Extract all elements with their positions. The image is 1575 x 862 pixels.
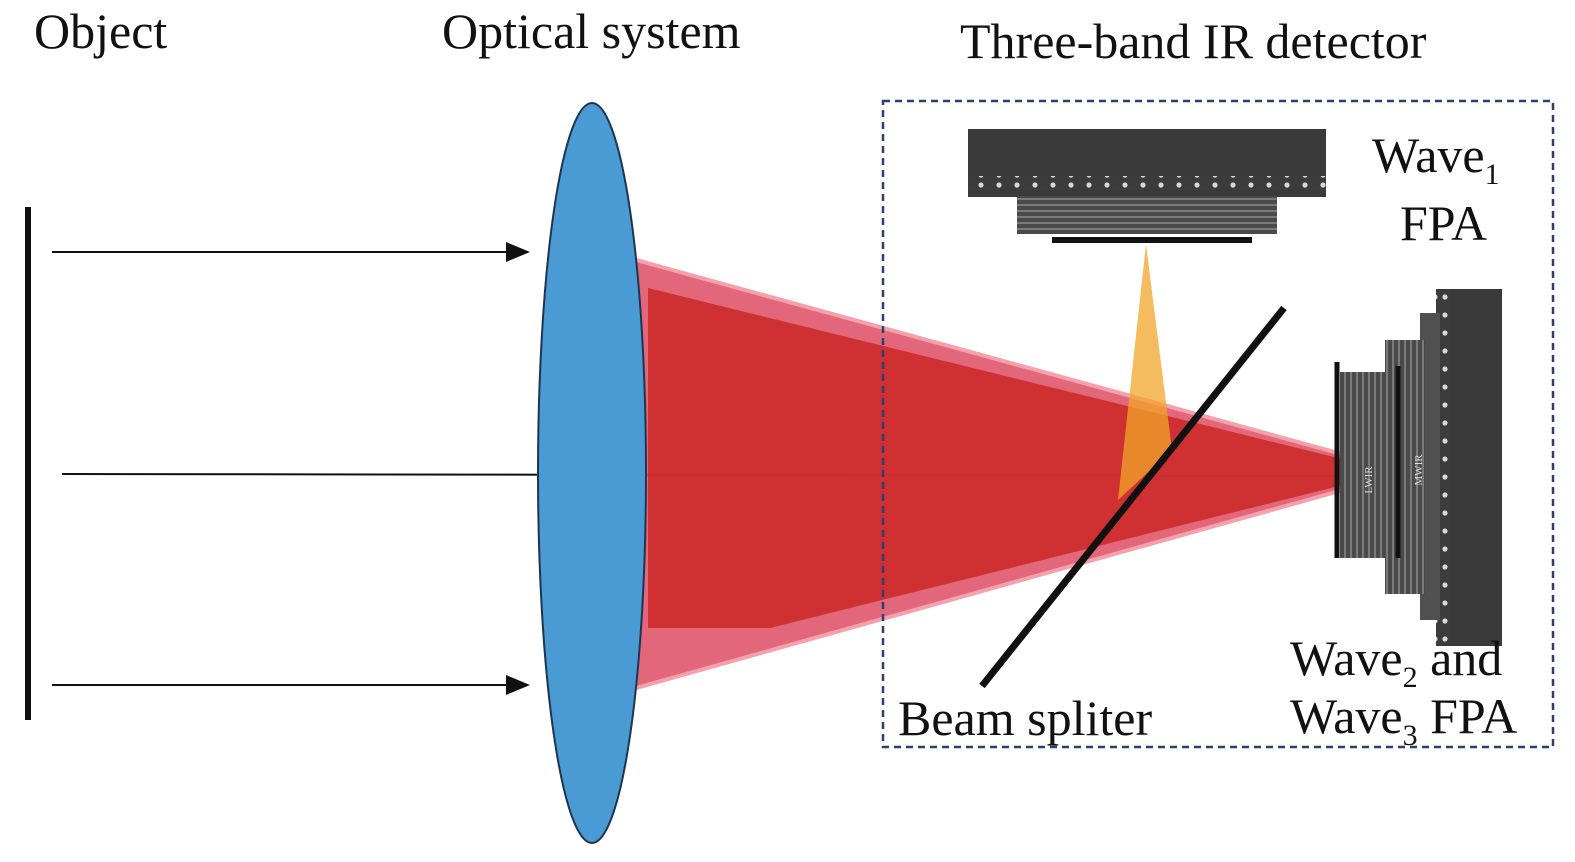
wave2-label: Wave2 and — [1290, 630, 1503, 694]
wave23-fpa-chip: LWIR MWIR — [1334, 289, 1502, 646]
wave1-fpa-label: FPA — [1400, 195, 1488, 251]
object-label: Object — [34, 3, 168, 59]
beam-edge-bottom — [635, 472, 1401, 690]
wave1-reflected-beam — [1118, 244, 1172, 500]
optical-system-label: Optical system — [442, 3, 741, 59]
wave3-fpa-label: Wave3 FPA — [1290, 688, 1518, 752]
beam-edge-top — [635, 258, 1401, 472]
detector-title-label: Three-band IR detector — [960, 13, 1427, 69]
wave1-fpa-chip — [968, 129, 1326, 243]
beam-splitter-line — [979, 305, 1287, 689]
wave1-label: Wave1 — [1372, 127, 1500, 191]
converging-beam-inner — [648, 288, 1395, 628]
chip-mwir-label: MWIR — [1413, 454, 1425, 486]
chip-lwir-label: LWIR — [1363, 466, 1375, 494]
lens-icon — [537, 102, 647, 844]
detector-box — [881, 99, 1555, 749]
beam-splitter-label: Beam spliter — [898, 690, 1153, 746]
